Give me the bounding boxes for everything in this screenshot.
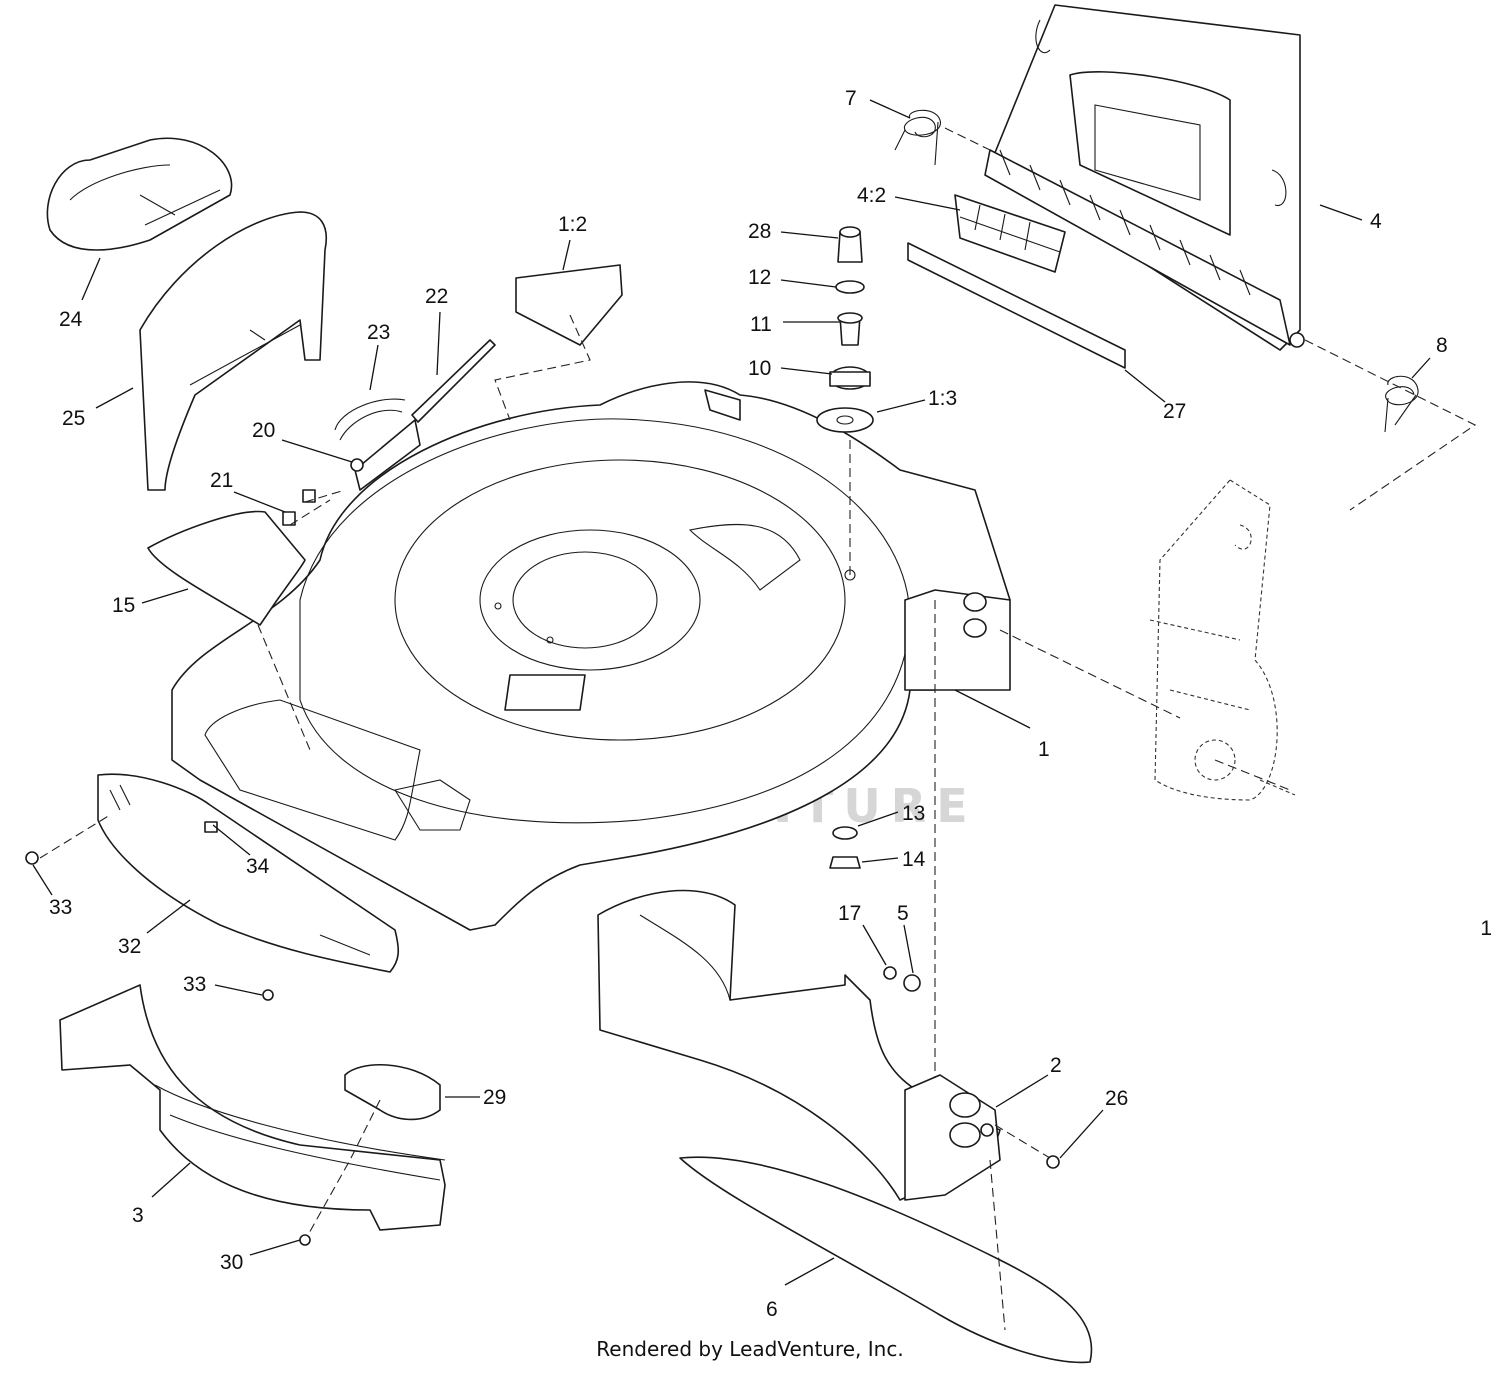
- nut-part-17: [883, 966, 897, 980]
- callout-33-a: 33: [49, 896, 72, 919]
- callout-3: 3: [132, 1204, 144, 1227]
- bracket-part-29: [344, 1063, 441, 1121]
- callout-12: 12: [748, 266, 771, 289]
- torsion-spring-part-8: [1384, 375, 1419, 433]
- footer-text: Rendered by LeadVenture, Inc.: [596, 1337, 904, 1361]
- callout-4: 4: [1370, 210, 1382, 233]
- decal-part-4-2: [954, 194, 1066, 273]
- callout-22: 22: [425, 285, 448, 308]
- screw-part-30: [299, 1234, 311, 1246]
- callout-24: 24: [59, 308, 83, 331]
- callout-5: 5: [897, 902, 909, 925]
- callout-14: 14: [902, 848, 926, 871]
- callout-15: 15: [112, 594, 135, 617]
- grip-part-24: [46, 137, 233, 251]
- foam-bar-part-27: [907, 242, 1126, 369]
- callout-1-2: 1:2: [558, 213, 587, 236]
- door-hinge-guide: [944, 127, 1477, 511]
- callout-34: 34: [246, 855, 270, 878]
- callout-25: 25: [62, 407, 85, 430]
- callout-21: 21: [210, 469, 233, 492]
- callout-4-2: 4:2: [857, 184, 886, 207]
- bolt-guide: [289, 489, 346, 526]
- callout-26: 26: [1105, 1087, 1128, 1110]
- callout-8: 8: [1436, 334, 1448, 357]
- callout-13: 13: [902, 802, 925, 825]
- callout-7: 7: [845, 87, 857, 110]
- callout-17: 17: [838, 902, 861, 925]
- plate-guide-line: [999, 629, 1291, 791]
- front-guard-part-32: [97, 773, 400, 973]
- bolt-part-21: [282, 511, 296, 526]
- pad-part-15: [147, 510, 306, 626]
- shield-part-25: [139, 211, 327, 491]
- height-adjust-plate-ghost: [1149, 479, 1296, 801]
- callout-leaders: [32, 99, 1431, 1286]
- callout-labels: 7 4:2 4 8 27 28 12 11 10 1:3 1:2 22 23 2…: [49, 87, 1448, 1321]
- screw-part-33a: [25, 851, 39, 865]
- rear-door-part-4: [984, 4, 1305, 351]
- callout-10: 10: [748, 357, 771, 380]
- callout-32: 32: [118, 935, 141, 958]
- bolt-part-21b: [302, 489, 316, 503]
- callout-23: 23: [367, 321, 390, 344]
- washer-part-13: [832, 826, 858, 840]
- pin-part-34: [204, 821, 218, 833]
- callout-1: 1: [1038, 738, 1050, 761]
- pad-guide: [257, 624, 311, 751]
- decal-part-1-2: [515, 264, 623, 346]
- callout-30: 30: [220, 1251, 243, 1274]
- screw-part-26: [1046, 1155, 1060, 1169]
- callout-33-b: 33: [183, 973, 206, 996]
- nut-part-14: [829, 856, 861, 869]
- flap-guide: [989, 1124, 1051, 1331]
- skid-part-3: [59, 984, 446, 1231]
- callout-27: 27: [1163, 400, 1186, 423]
- callout-1-3: 1:3: [928, 387, 957, 410]
- torsion-spring-part-7: [894, 109, 941, 166]
- axle-guide-line: [849, 440, 936, 1090]
- latch-assembly: [334, 339, 496, 491]
- deck-housing-part-1: [171, 381, 1011, 931]
- callout-6: 6: [766, 1298, 778, 1321]
- page-number: 1: [1480, 917, 1492, 940]
- fastener-stack: [816, 226, 874, 433]
- callout-29: 29: [483, 1086, 506, 1109]
- callout-11: 11: [750, 313, 772, 336]
- callout-20: 20: [252, 419, 275, 442]
- chute-part-2: [597, 889, 1001, 1201]
- callout-2: 2: [1050, 1054, 1062, 1077]
- flap-part-6: [679, 1156, 1093, 1364]
- callout-28: 28: [748, 220, 771, 243]
- screw-part-33b: [262, 989, 274, 1001]
- washer-part-5: [903, 974, 921, 992]
- footer-credit: Rendered by LeadVenture, Inc.: [0, 1337, 1500, 1361]
- bracket-guide: [307, 1099, 381, 1236]
